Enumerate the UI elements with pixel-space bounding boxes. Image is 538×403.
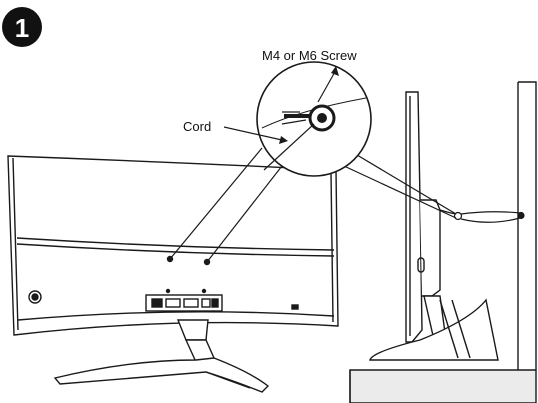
step-badge: 1 xyxy=(2,7,42,47)
monitor-rear-view xyxy=(7,155,339,336)
desk xyxy=(349,369,537,403)
wall xyxy=(517,81,537,370)
wall-cord xyxy=(439,209,525,223)
step-number: 1 xyxy=(15,13,29,43)
monitor-stand xyxy=(53,319,270,393)
cord-callout: Cord xyxy=(183,119,288,144)
callout-lines xyxy=(169,147,457,263)
screw-label: M4 or M6 Screw xyxy=(262,48,357,63)
cord-label: Cord xyxy=(183,119,211,134)
monitor-side-view xyxy=(369,91,499,361)
magnified-detail xyxy=(256,61,372,177)
screw-callout: M4 or M6 Screw xyxy=(262,48,357,103)
